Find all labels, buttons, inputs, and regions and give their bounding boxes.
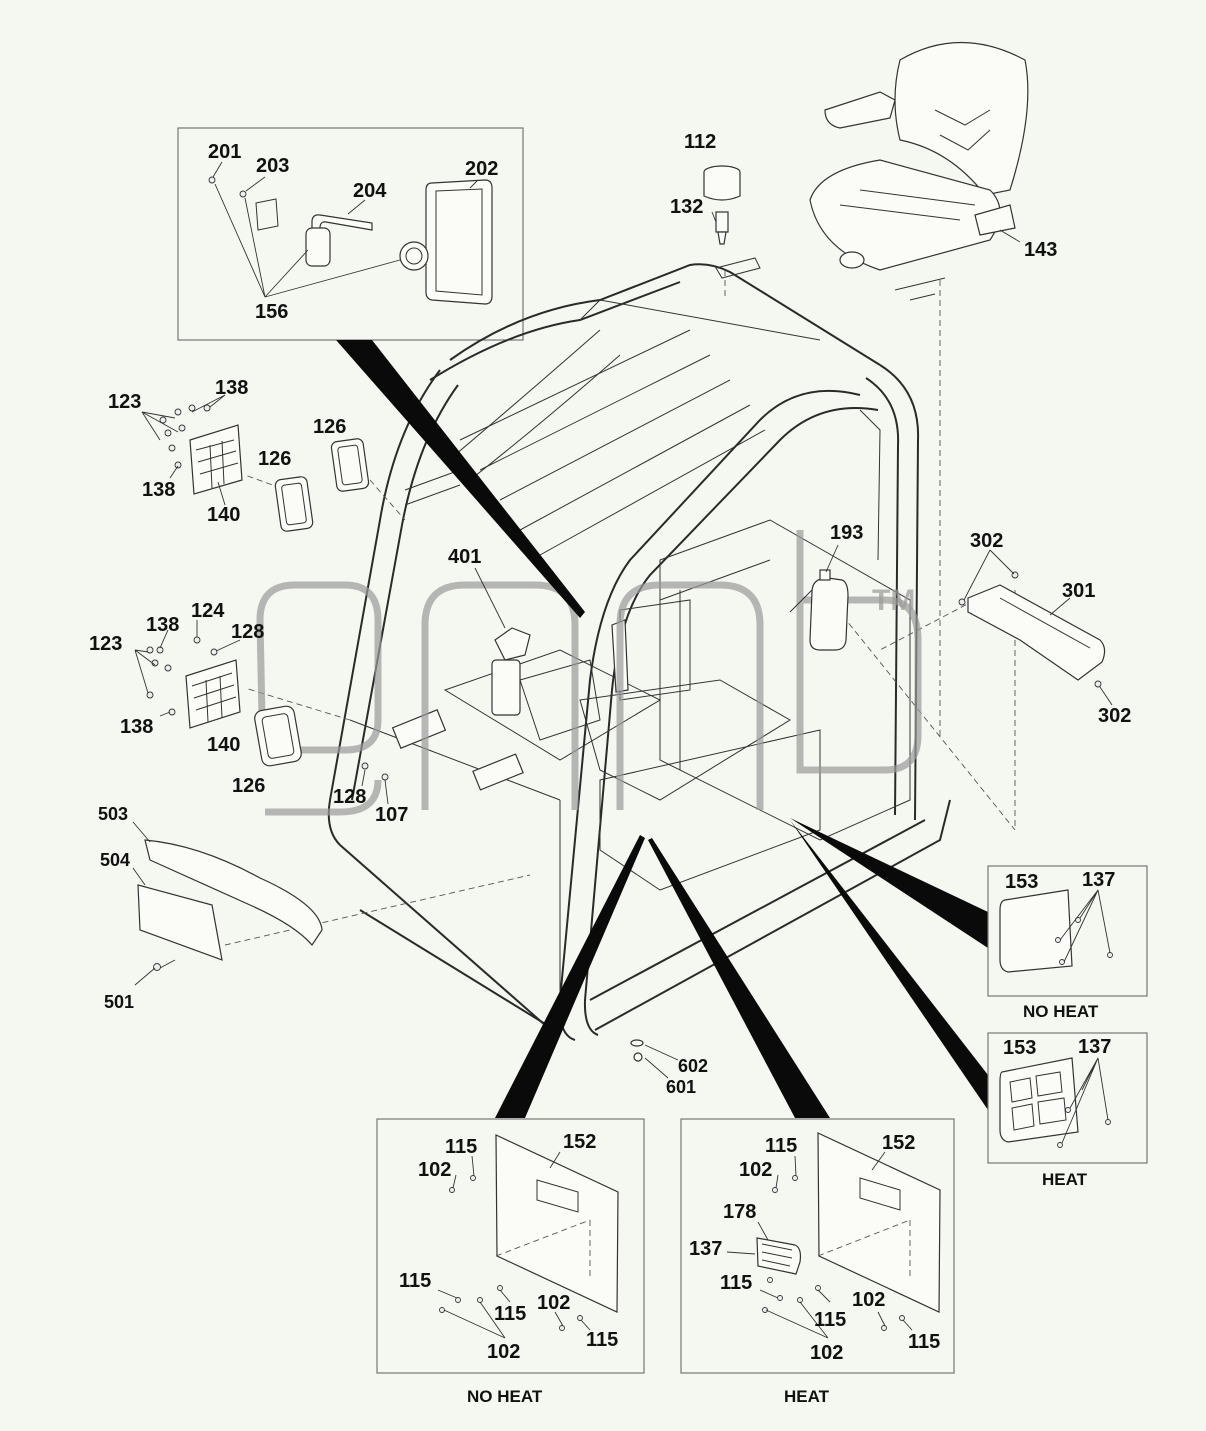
right-detail-no-heat: 153 137 NO HEAT [987,865,1148,1021]
label-153-heat: 153 [1003,1037,1036,1059]
label-143: 143 [1024,239,1057,261]
label-152-h: 152 [882,1132,915,1154]
caption-heat-bottom: HEAT [784,1387,830,1406]
label-107: 107 [375,804,408,826]
label-115-nh-a: 115 [445,1136,477,1158]
label-115-h-b: 115 [720,1272,752,1294]
label-178: 178 [723,1201,756,1223]
bottom-detail-no-heat: 115 102 152 115 115 102 115 102 NO HEAT [376,1118,645,1406]
label-126-upper-b: 126 [313,416,346,438]
seat-assembly: 143 [809,41,1057,301]
label-102-nh-a: 102 [418,1159,451,1181]
label-140-lower: 140 [207,734,240,756]
label-156: 156 [255,301,288,323]
label-102-nh-c: 102 [487,1341,520,1363]
reservoir: 112 132 [670,131,761,279]
lower-vent-group: 123 138 124 128 138 140 126 128 107 [89,600,408,826]
label-102-h-a: 102 [739,1159,772,1181]
mirror-detail-box: 201 203 204 202 156 [177,127,524,341]
upper-vent-group: 123 138 138 140 126 126 [108,377,370,532]
label-153-noheat: 153 [1005,871,1038,893]
label-126-lower: 126 [232,775,265,797]
label-128-floor: 128 [333,786,366,808]
label-126-upper-a: 126 [258,448,291,470]
label-132: 132 [670,196,703,218]
label-193: 193 [830,522,863,544]
label-501: 501 [104,992,134,1012]
label-201: 201 [208,141,241,163]
label-123-lower: 123 [89,633,122,655]
label-504: 504 [100,850,130,870]
label-137-noheat: 137 [1082,869,1115,891]
label-202: 202 [465,158,498,180]
label-138-upper-b: 138 [142,479,175,501]
label-123-upper: 123 [108,391,141,413]
label-115-nh-d: 115 [586,1329,618,1351]
label-115-nh-b: 115 [399,1270,431,1292]
caption-no-heat-right: NO HEAT [1023,1002,1099,1021]
washer-bottle: 193 [789,522,863,651]
label-102-h-b: 102 [852,1289,885,1311]
label-140-upper: 140 [207,504,240,526]
label-137-h: 137 [689,1238,722,1260]
label-401: 401 [448,546,481,568]
label-115-nh-c: 115 [494,1303,526,1325]
label-602: 602 [678,1056,708,1076]
label-124: 124 [191,600,225,622]
label-112: 112 [684,131,716,153]
label-302-top: 302 [970,530,1003,552]
label-115-h-d: 115 [908,1331,940,1353]
label-115-h-c: 115 [814,1309,846,1331]
washers-601-602: 602 601 [630,1039,708,1097]
caption-heat-right: HEAT [1042,1170,1088,1189]
front-fender: 503 504 501 [98,804,323,1012]
label-203: 203 [256,155,289,177]
detail-pointers [336,340,988,1118]
label-301: 301 [1062,580,1095,602]
label-138-lower-a: 138 [146,614,179,636]
caption-no-heat-bottom: NO HEAT [467,1387,543,1406]
side-cover: 302 301 302 [958,530,1131,727]
right-detail-heat: 153 137 HEAT [987,1032,1148,1189]
label-137-heat: 137 [1078,1036,1111,1058]
label-138-upper-a: 138 [215,377,248,399]
watermark: TM [256,530,922,816]
label-102-nh-b: 102 [537,1292,570,1314]
label-601: 601 [666,1077,696,1097]
label-115-h-a: 115 [765,1135,797,1157]
label-138-lower-b: 138 [120,716,153,738]
label-152-nh: 152 [563,1131,596,1153]
label-102-h-c: 102 [810,1342,843,1364]
bottom-detail-heat: 115 102 152 178 137 115 115 102 115 102 … [680,1118,955,1406]
label-128-lower: 128 [231,621,264,643]
watermark-tm: TM [872,584,915,617]
label-503: 503 [98,804,128,824]
label-204: 204 [353,180,387,202]
cab-frame [224,263,1016,1041]
label-302-bottom: 302 [1098,705,1131,727]
